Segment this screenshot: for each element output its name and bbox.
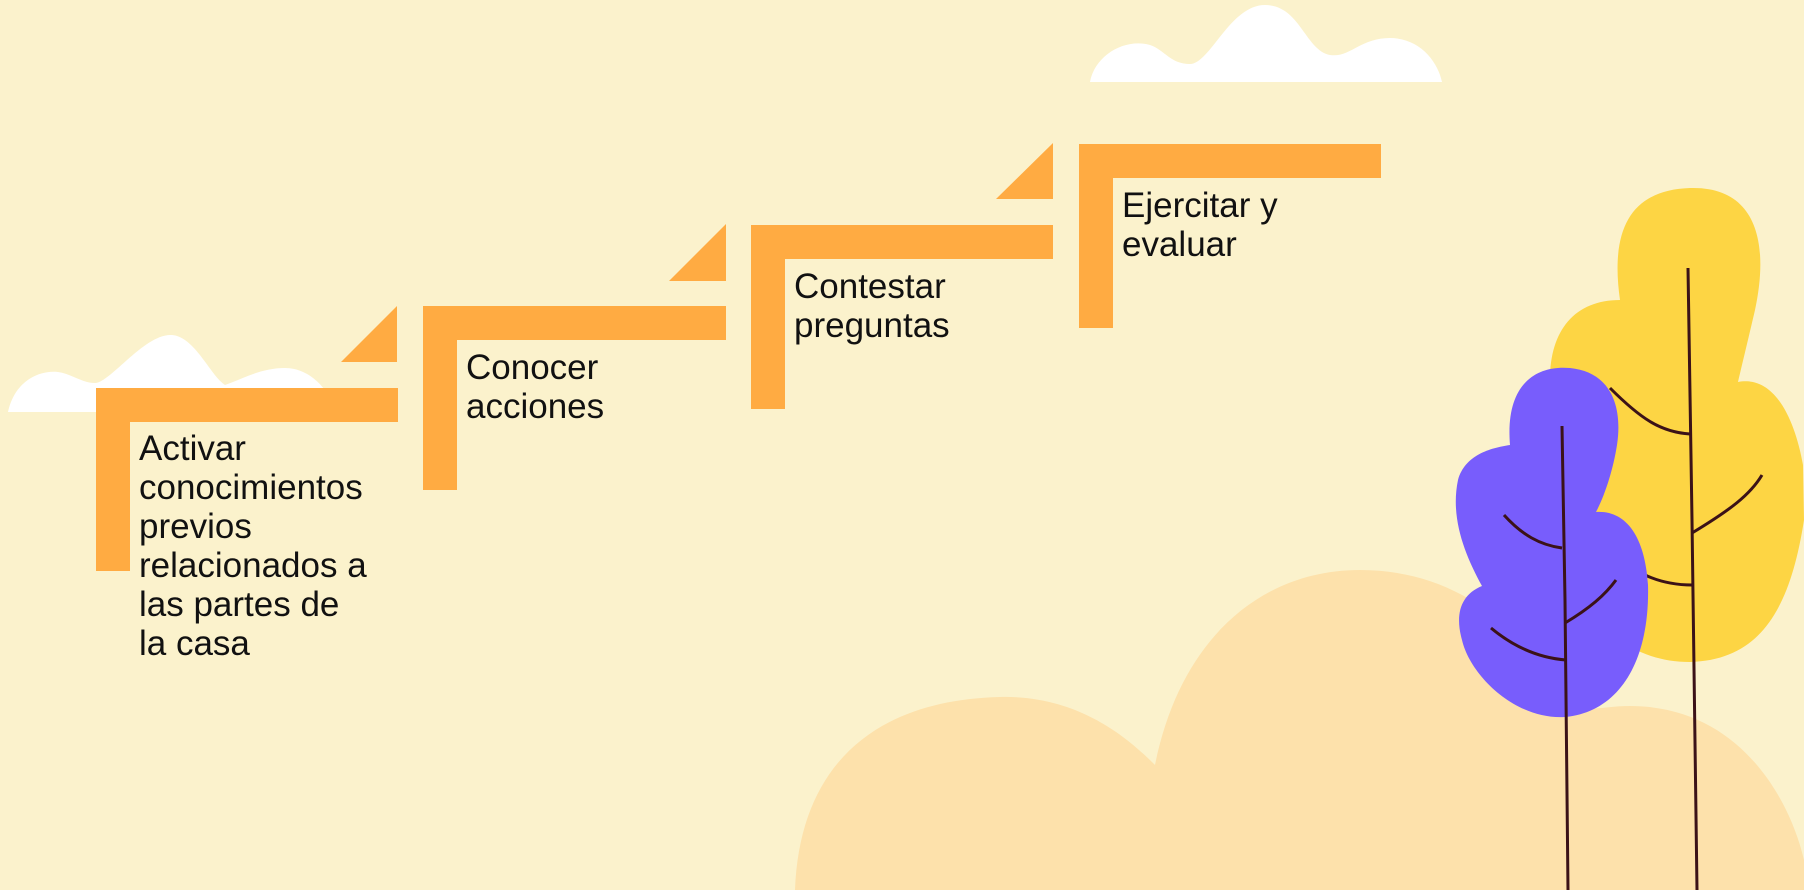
hills — [795, 570, 1804, 890]
step-2-label: Conocer acciones — [466, 348, 605, 426]
step-1-bracket — [96, 306, 398, 571]
cloud-top-icon — [1090, 5, 1442, 82]
step-2-bracket — [423, 224, 726, 490]
step-4-bracket — [1079, 144, 1381, 328]
step-3-bracket — [751, 143, 1053, 409]
purple-tree-icon — [1455, 367, 1649, 890]
step-3-label: Contestar preguntas — [794, 267, 950, 345]
steps-graphic — [96, 143, 1381, 571]
step-4-label: Ejercitar y evaluar — [1122, 186, 1278, 264]
step-1-label: Activar conocimientos previos relacionad… — [139, 429, 367, 663]
